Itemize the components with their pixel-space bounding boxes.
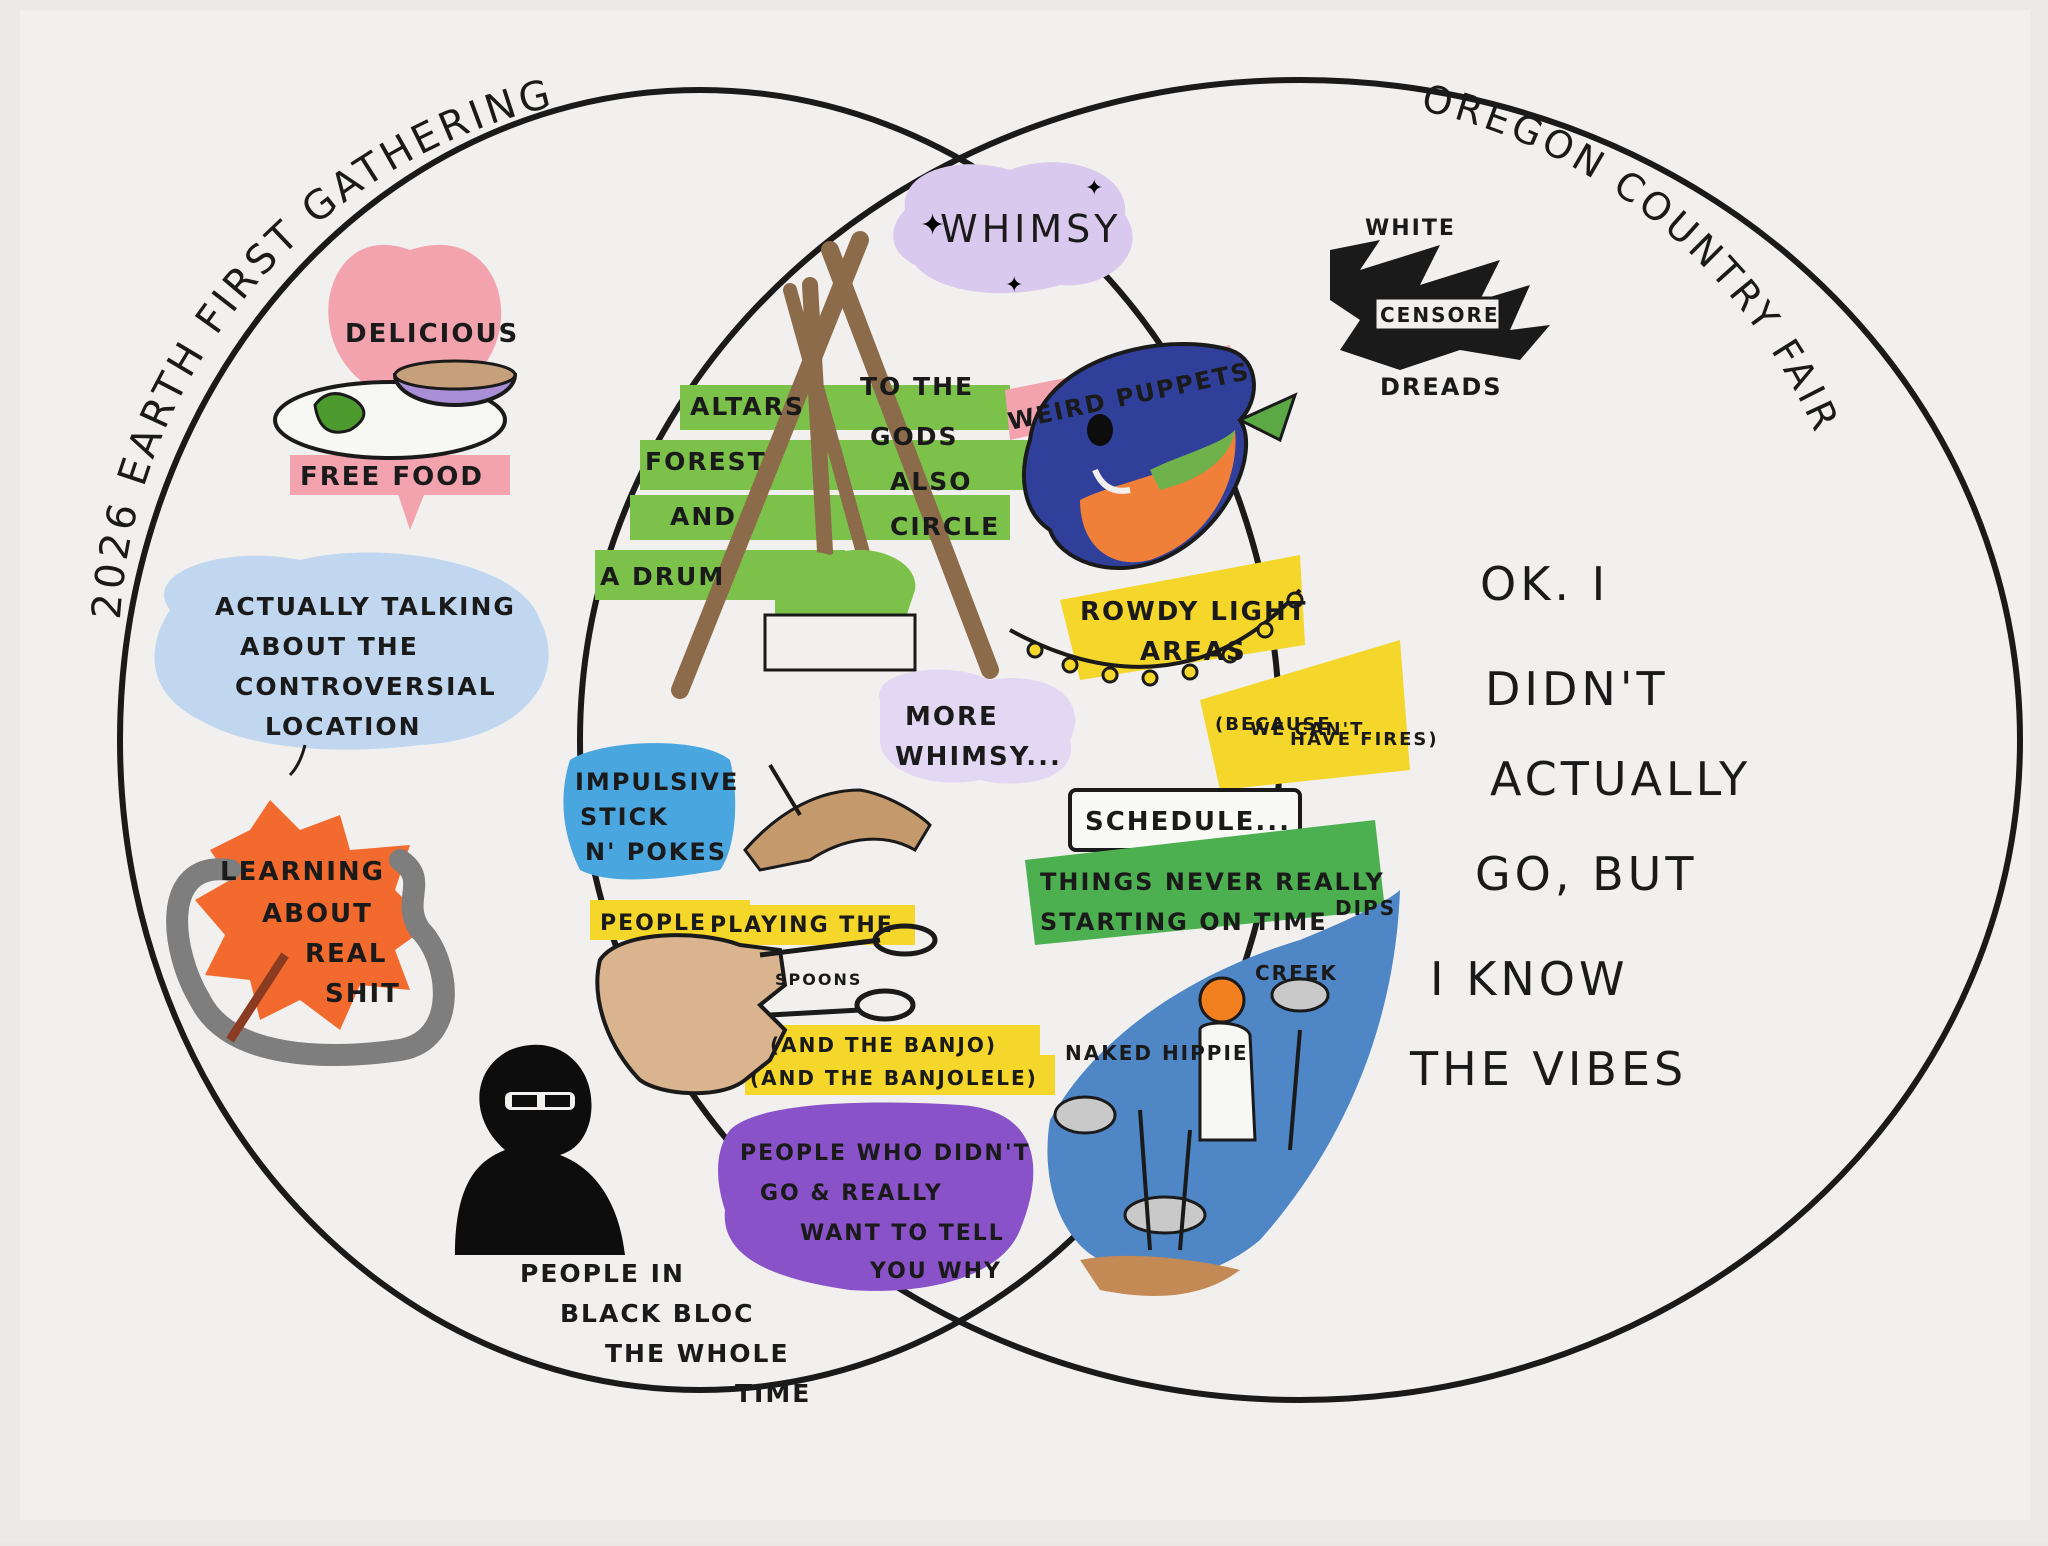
white-label: WHITE xyxy=(1365,216,1456,241)
black-bloc-text: PEOPLE IN BLACK BLOC THE WHOLE TIME xyxy=(520,1259,811,1408)
dreads-label: DREADS xyxy=(1380,373,1503,401)
light-bulbs xyxy=(1026,591,1304,687)
whimsy-label: WHIMSY xyxy=(940,207,1121,251)
censored-box xyxy=(1373,296,1502,332)
creek-rock-1 xyxy=(1053,1095,1117,1135)
learning-text: LEARNING ABOUT REAL SHIT xyxy=(220,857,401,1009)
never-highlight xyxy=(1025,820,1385,945)
arm-icon xyxy=(743,763,932,872)
speech-tail xyxy=(288,744,307,777)
free-food-highlight xyxy=(290,455,510,495)
more-whimsy-cloud xyxy=(879,669,1076,784)
sparkle-icon-3: ✦ xyxy=(1005,273,1023,298)
right-circle xyxy=(577,77,2023,1403)
vibes-text: OK. I DIDN'T ACTUALLY GO, BUT I KNOW THE… xyxy=(1409,557,1770,1096)
rowdy-highlight xyxy=(1060,555,1305,680)
puppet-fish-icon xyxy=(1022,342,1298,570)
creek-rock-2 xyxy=(1270,977,1330,1013)
sparkle-icon: ✦ xyxy=(920,208,945,243)
rowdy-text: ROWDY LIGHT AREAS xyxy=(1080,597,1319,667)
spoons-text: PEOPLE PLAYING THE SPOONS (AND THE BANJO… xyxy=(600,911,1038,1090)
because-highlight xyxy=(1200,640,1410,790)
orange-burst xyxy=(195,800,430,1030)
impulsive-highlight xyxy=(563,743,736,880)
impulsive-text: IMPULSIVE STICK N' POKES xyxy=(575,768,750,866)
hippie-figure xyxy=(1198,976,1257,1142)
censored-label: CENSORED xyxy=(1380,303,1518,327)
speech-bubble-icon xyxy=(154,552,549,750)
green-highlight-1 xyxy=(680,385,1010,430)
teepee-icon xyxy=(671,231,999,699)
creek-rock-3 xyxy=(1123,1195,1207,1235)
free-food-label: FREE FOOD xyxy=(300,462,484,492)
altars-text: ALTARS FOREST AND A DRUM xyxy=(600,392,816,591)
because-text: (BECAUSE WE CAN'T HAVE FIRES) xyxy=(1215,714,1439,750)
cattails xyxy=(1138,1029,1302,1251)
didnt-go-highlight xyxy=(718,1102,1034,1291)
creek-text: NAKED HIPPIE CREEK DIPS xyxy=(1065,896,1396,1065)
never-text: THINGS NEVER REALLY STARTING ON TIME xyxy=(1040,868,1395,936)
hooded-figure-icon xyxy=(455,1044,625,1255)
delicious-label: DELICIOUS xyxy=(345,319,519,349)
talking-text: ACTUALLY TALKING ABOUT THE CONTROVERSIAL… xyxy=(215,592,527,741)
matchstick xyxy=(226,952,289,1043)
sparkle-icon-2: ✦ xyxy=(1085,176,1103,201)
snake-icon xyxy=(166,849,455,1066)
whimsy-cloud xyxy=(893,162,1133,294)
more-whimsy-text: MORE WHIMSY... xyxy=(895,702,1062,772)
banjolele-highlight xyxy=(745,1055,1055,1095)
gods-text: TO THE GODS ALSO CIRCLE xyxy=(860,372,1000,541)
didnt-go-text: PEOPLE WHO DIDN'T GO & REALLY WANT TO TE… xyxy=(740,1141,1040,1284)
schedule-label: SCHEDULE... xyxy=(1085,807,1291,837)
hand-spoons-icon xyxy=(595,923,938,1096)
creek-bank xyxy=(1080,1255,1240,1296)
food-bowl-icon xyxy=(273,359,518,460)
